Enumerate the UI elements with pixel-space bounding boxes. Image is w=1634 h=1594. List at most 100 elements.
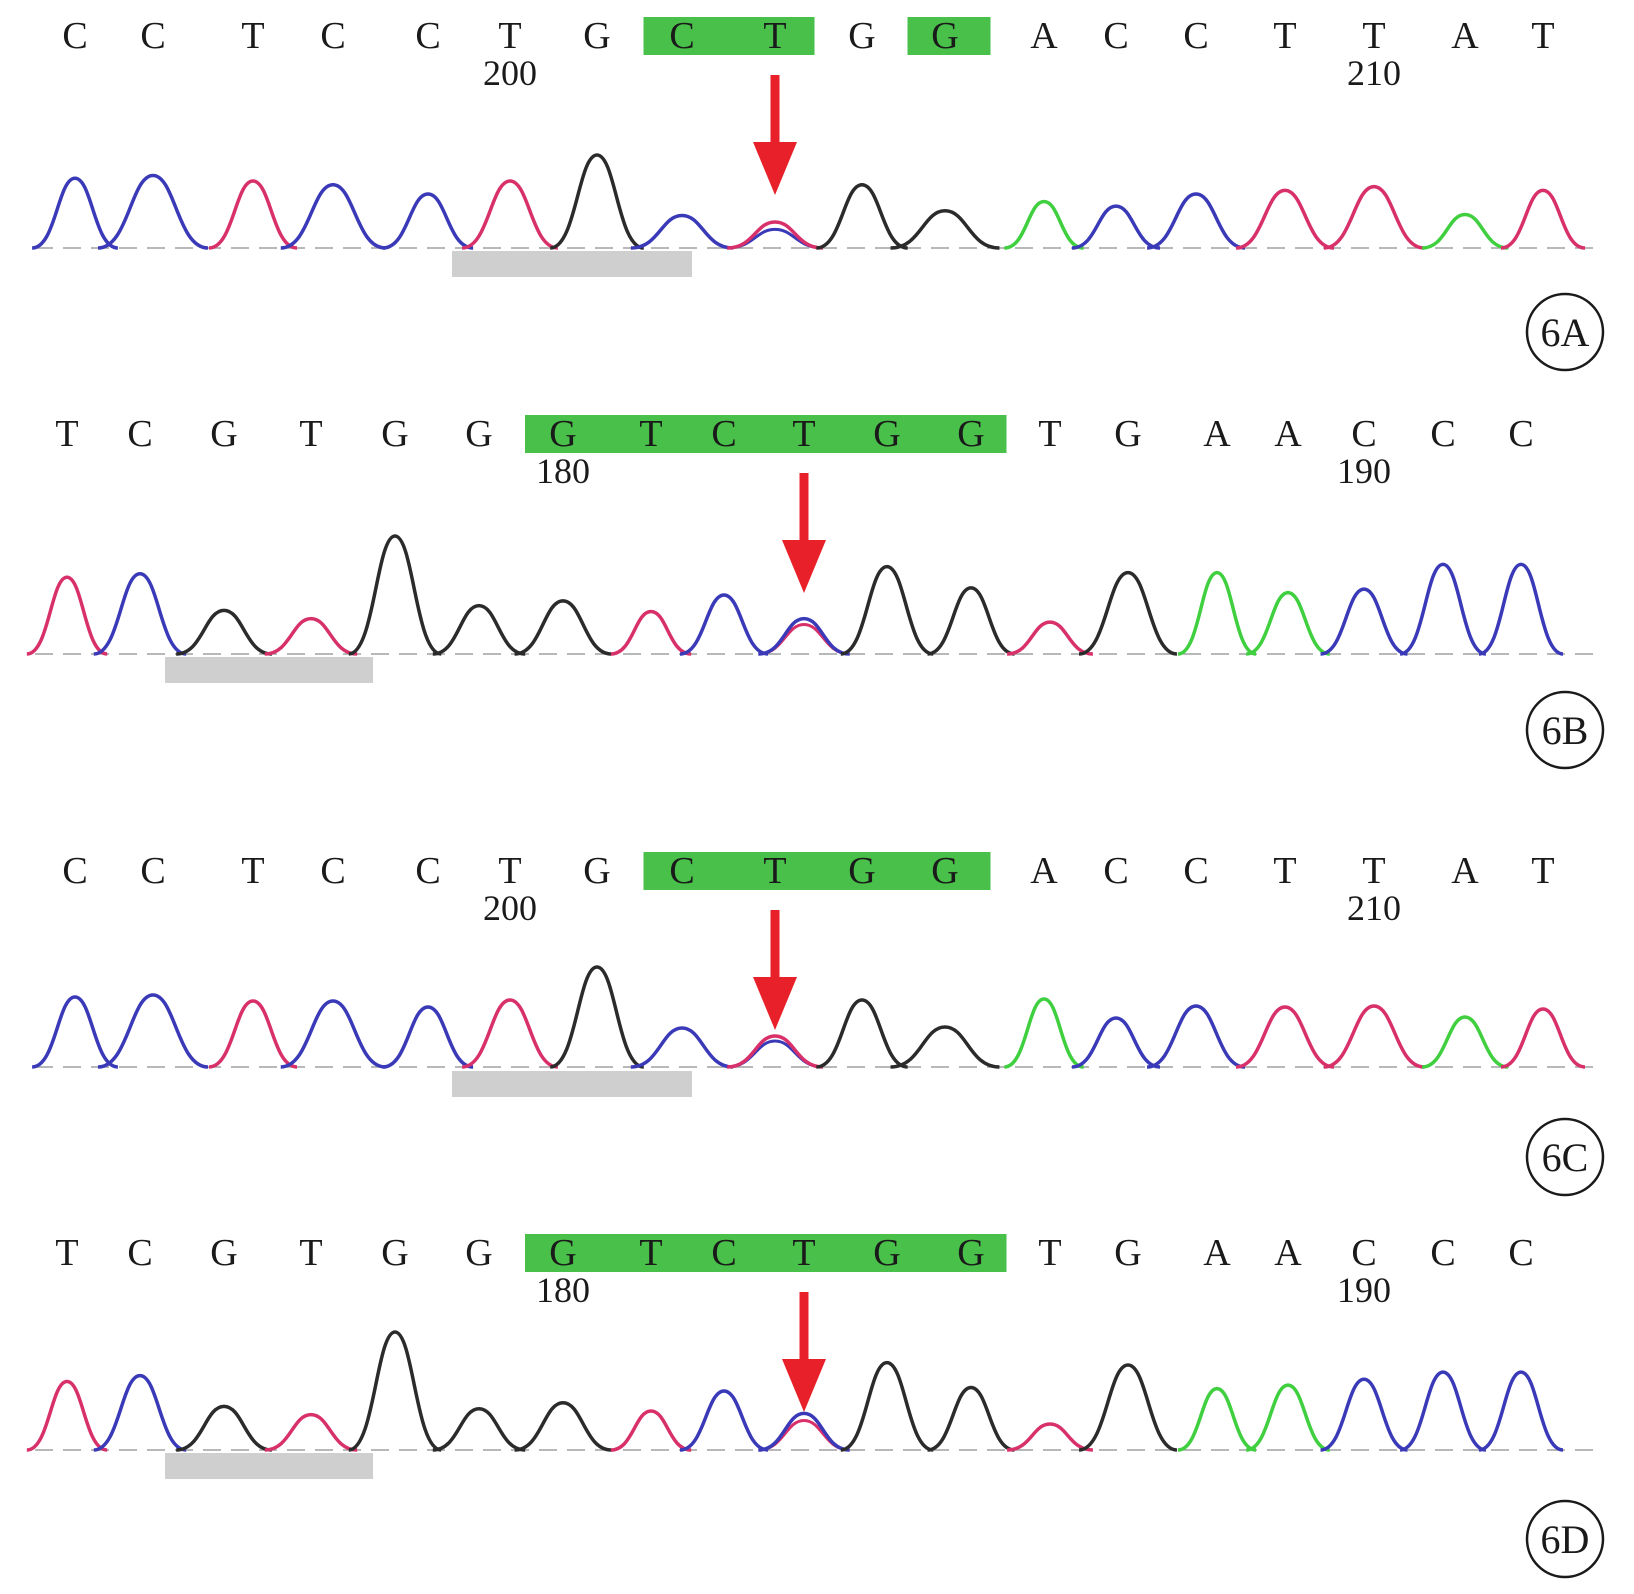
- base-call-letter: A: [1203, 1232, 1231, 1274]
- chromatogram-peak: [630, 213, 734, 250]
- chromatogram-peak: [461, 998, 559, 1069]
- base-call-letter: C: [711, 1232, 736, 1274]
- panel-label-circle: [1525, 1499, 1605, 1579]
- base-call-letter: T: [1273, 15, 1296, 57]
- sequence-highlight: [907, 17, 991, 55]
- panel-label: 6C: [1542, 1135, 1589, 1180]
- chromatogram-peak: [1245, 590, 1331, 656]
- chromatogram-peak: [31, 176, 119, 250]
- chromatogram-peak: [348, 534, 442, 656]
- base-call-letter: C: [415, 15, 440, 57]
- mutation-arrow-head: [753, 142, 797, 195]
- base-call-letter: C: [1430, 413, 1455, 455]
- base-call-letter: T: [1531, 850, 1554, 892]
- chromatogram-peak: [890, 209, 1000, 250]
- base-call-letter: A: [1030, 15, 1058, 57]
- chromatogram-peak: [549, 965, 645, 1069]
- chromatogram-peak: [1323, 184, 1425, 250]
- chromatogram-peak: [890, 1025, 1000, 1069]
- chromatogram-peak: [1071, 1016, 1161, 1069]
- chromatogram-peak: [432, 1406, 526, 1452]
- chromatogram-peak: [97, 993, 209, 1069]
- base-call-letter: G: [1114, 413, 1141, 455]
- base-call-letter: C: [1183, 15, 1208, 57]
- base-call-letter: G: [549, 413, 576, 455]
- base-call-letter: T: [1038, 1232, 1061, 1274]
- chromatogram-peak: [610, 1409, 692, 1452]
- position-number: 210: [1347, 888, 1401, 928]
- chromatogram-peak: [1146, 192, 1246, 250]
- chromatogram-peak: [1146, 1004, 1246, 1069]
- chromatogram-peak: [432, 603, 526, 656]
- chromatogram-peak: [1421, 1015, 1509, 1069]
- trace-region-bar: [452, 251, 692, 277]
- chromatogram-peak: [1500, 188, 1586, 250]
- chromatogram-peak: [175, 1404, 273, 1452]
- chromatogram-peak: [1177, 570, 1257, 656]
- chromatogram-peak: [280, 999, 386, 1069]
- chromatogram-peak: [816, 183, 908, 250]
- chromatogram-peak: [26, 1379, 108, 1452]
- base-call-letter: G: [210, 413, 237, 455]
- base-call-letter: C: [1430, 1232, 1455, 1274]
- position-number: 180: [536, 1270, 590, 1310]
- base-call-letter: G: [583, 850, 610, 892]
- chromatogram-peak: [31, 995, 119, 1069]
- base-call-letter: A: [1030, 850, 1058, 892]
- chromatogram-peak: [264, 616, 358, 656]
- chromatogram-peak: [927, 1385, 1015, 1452]
- chromatogram-peak: [927, 586, 1015, 656]
- base-call-letter: G: [957, 413, 984, 455]
- chromatogram-peak: [1071, 204, 1161, 250]
- chromatogram-peak: [1245, 1383, 1331, 1452]
- panel-label-circle: [1525, 1117, 1605, 1197]
- chromatogram-peak: [264, 1412, 358, 1452]
- base-call-letter: C: [62, 15, 87, 57]
- base-call-letter: G: [848, 15, 875, 57]
- base-call-letter: C: [320, 850, 345, 892]
- base-call-letter: C: [1103, 15, 1128, 57]
- base-call-letter: A: [1274, 413, 1302, 455]
- mutation-arrow-head: [782, 540, 826, 593]
- chromatogram-peak: [1399, 562, 1487, 656]
- base-call-letter: C: [127, 1232, 152, 1274]
- chromatogram-peak: [1078, 1363, 1178, 1452]
- chromatogram-peak: [1235, 1005, 1335, 1069]
- position-number: 180: [536, 451, 590, 491]
- base-call-letter: C: [320, 15, 345, 57]
- base-call-letter: C: [140, 850, 165, 892]
- chromatogram-peak: [727, 220, 823, 250]
- chromatogram-peak: [26, 575, 108, 656]
- chromatogram-peak: [630, 1026, 734, 1069]
- chromatogram-peak: [1006, 1422, 1094, 1452]
- chromatogram-peak: [1323, 1004, 1425, 1069]
- base-call-letter: T: [498, 850, 521, 892]
- chromatogram-peak: [348, 1330, 442, 1452]
- base-call-letter: G: [1114, 1232, 1141, 1274]
- base-call-letter: G: [873, 1232, 900, 1274]
- base-call-letter: T: [763, 15, 786, 57]
- base-call-letter: C: [62, 850, 87, 892]
- base-call-letter: C: [127, 413, 152, 455]
- panel-label: 6D: [1541, 1517, 1590, 1562]
- mutation-arrow-head: [753, 977, 797, 1030]
- chromatogram-peak: [816, 998, 908, 1069]
- base-call-letter: T: [1531, 15, 1554, 57]
- base-call-letter: C: [415, 850, 440, 892]
- base-call-letter: C: [669, 15, 694, 57]
- position-number: 190: [1337, 451, 1391, 491]
- base-call-letter: T: [498, 15, 521, 57]
- base-call-letter: T: [763, 850, 786, 892]
- base-call-letter: G: [465, 413, 492, 455]
- trace-region-bar: [165, 1453, 373, 1479]
- base-call-letter: C: [1508, 413, 1533, 455]
- base-call-letter: G: [381, 413, 408, 455]
- base-call-letter: G: [210, 1232, 237, 1274]
- base-call-letter: C: [1103, 850, 1128, 892]
- base-call-letter: G: [931, 15, 958, 57]
- chromatogram-peak: [382, 192, 474, 250]
